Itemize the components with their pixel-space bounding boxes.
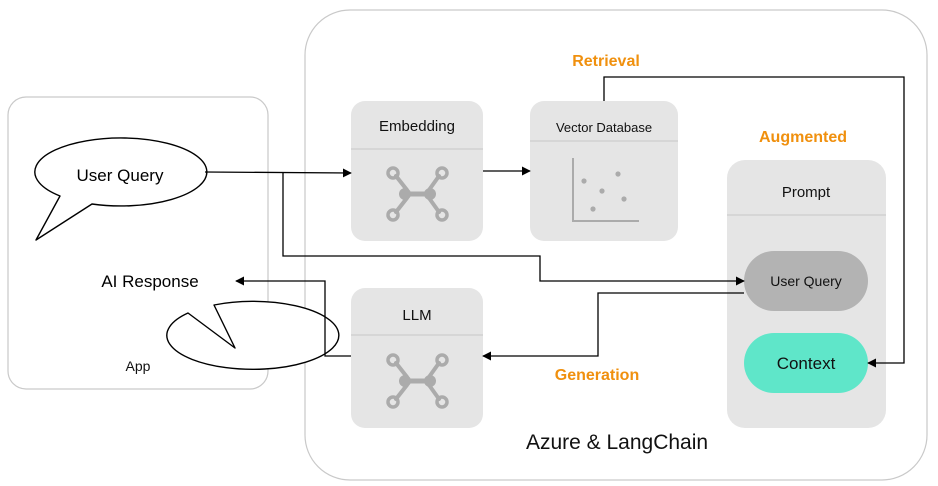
arrow-vector-database-to-context bbox=[603, 76, 905, 368]
ai-response-bubble-label: AI Response bbox=[101, 272, 198, 291]
vector-database-title: Vector Database bbox=[556, 120, 652, 135]
llm-card: LLM bbox=[351, 288, 483, 428]
vector-database-card: Vector Database bbox=[530, 101, 678, 241]
flow-connectors bbox=[204, 76, 905, 368]
retrieval-stage-label: Retrieval bbox=[572, 53, 640, 70]
llm-title: LLM bbox=[402, 307, 431, 324]
ai-response-bubble: AI Response bbox=[101, 272, 340, 371]
scatter-plot-icon bbox=[572, 158, 639, 222]
app-label: App bbox=[126, 358, 151, 374]
user-query-bubble-label: User Query bbox=[77, 166, 164, 185]
arrow-query-to-embedding bbox=[204, 168, 352, 178]
augmented-stage-label: Augmented bbox=[759, 129, 847, 146]
arrow-query-to-prompt bbox=[282, 172, 745, 286]
arrow-prompt-to-llm bbox=[482, 292, 744, 361]
azure-langchain-label: Azure & LangChain bbox=[526, 431, 708, 454]
generation-stage-label: Generation bbox=[555, 367, 639, 384]
nodes-icon bbox=[386, 166, 449, 222]
prompt-card: Prompt User Query Context bbox=[727, 160, 886, 428]
nodes-icon bbox=[386, 353, 449, 409]
arrow-llm-to-ai-response bbox=[235, 276, 351, 357]
user-query-bubble: User Query bbox=[34, 137, 208, 241]
prompt-context-pill bbox=[744, 333, 868, 393]
prompt-title: Prompt bbox=[782, 184, 831, 201]
prompt-user-query-pill bbox=[744, 251, 868, 311]
prompt-context-label: Context bbox=[777, 354, 836, 373]
prompt-user-query-label: User Query bbox=[770, 273, 842, 289]
embedding-card: Embedding bbox=[351, 101, 483, 241]
embedding-title: Embedding bbox=[379, 118, 455, 135]
